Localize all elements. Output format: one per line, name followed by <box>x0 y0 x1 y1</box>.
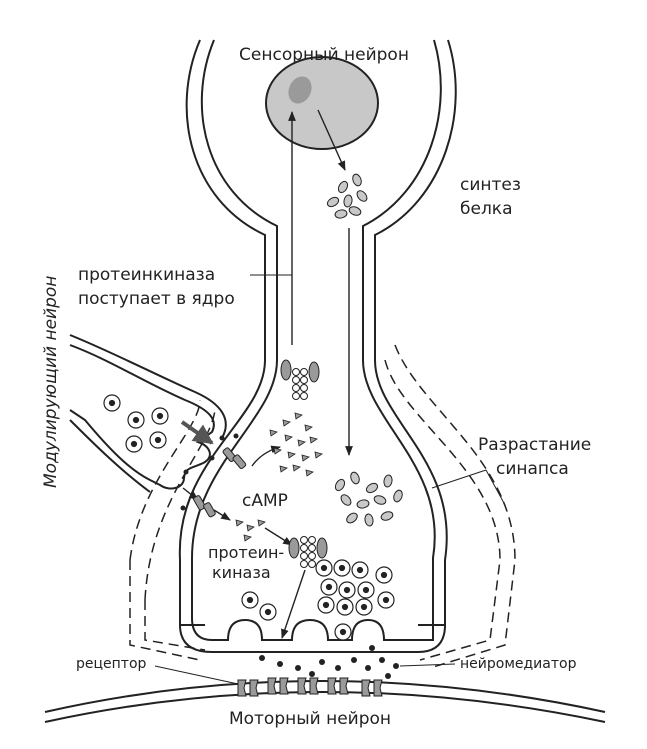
camp-label: cAMP <box>242 491 288 511</box>
neurotransmitter-molecules <box>259 645 399 679</box>
modulating-signal-arrow <box>180 420 214 445</box>
nucleus-to-protein-arrow <box>317 109 346 171</box>
receptor-label: рецептор <box>76 656 147 672</box>
modulating-vesicles <box>103 394 169 453</box>
nucleus <box>265 56 379 150</box>
postsynaptic-receptors <box>237 677 383 697</box>
pathway-arrows <box>182 109 353 639</box>
protein-kinase-label-2: киназа <box>212 563 271 582</box>
modulator-receptors <box>193 447 247 518</box>
receptor-leader <box>154 665 239 685</box>
motor-neuron-membrane <box>44 680 606 723</box>
neurotransmitter-leader <box>399 663 456 667</box>
kinase-enters-nucleus-label-1: протеинкиназа <box>78 265 215 285</box>
neurotransmitter-label: нейромедиатор <box>460 656 577 672</box>
synapse-growth-outline <box>129 344 516 669</box>
protein-kinase-label-1: протеин- <box>208 543 284 562</box>
camp-curve-arrow <box>251 445 281 467</box>
motor-neuron-label: Моторный нейрон <box>229 709 391 729</box>
modulating-neuron-label: Модулирующий нейрон <box>41 276 61 488</box>
sensory-neuron-membrane <box>178 39 457 653</box>
leader-lines <box>154 274 506 685</box>
camp-molecules <box>235 412 323 542</box>
camp-to-kinase-arrow <box>264 527 293 546</box>
kinase-enters-nucleus-label-2: поступает в ядро <box>78 289 235 309</box>
protein-synthesis-label-2: белка <box>460 199 513 219</box>
modulating-neuron <box>69 334 227 493</box>
synaptic-vesicles <box>241 559 395 641</box>
synapse-growth-label-1: Разрастание <box>478 435 591 455</box>
synapse-growth-label-2: синапса <box>496 459 569 479</box>
new-proteins-lower <box>334 471 403 527</box>
camp-lower-arrow <box>213 509 231 521</box>
new-proteins-upper <box>326 173 368 219</box>
protein-kinase-lower <box>288 536 328 568</box>
sensory-neuron-label: Сенсорный нейрон <box>239 45 409 65</box>
growth-leader <box>431 469 506 506</box>
protein-synthesis-label-1: синтез <box>460 175 521 195</box>
protein-kinase-upper <box>280 359 320 400</box>
kinase-to-release-arrow <box>281 569 306 639</box>
nucleolus <box>288 76 312 104</box>
